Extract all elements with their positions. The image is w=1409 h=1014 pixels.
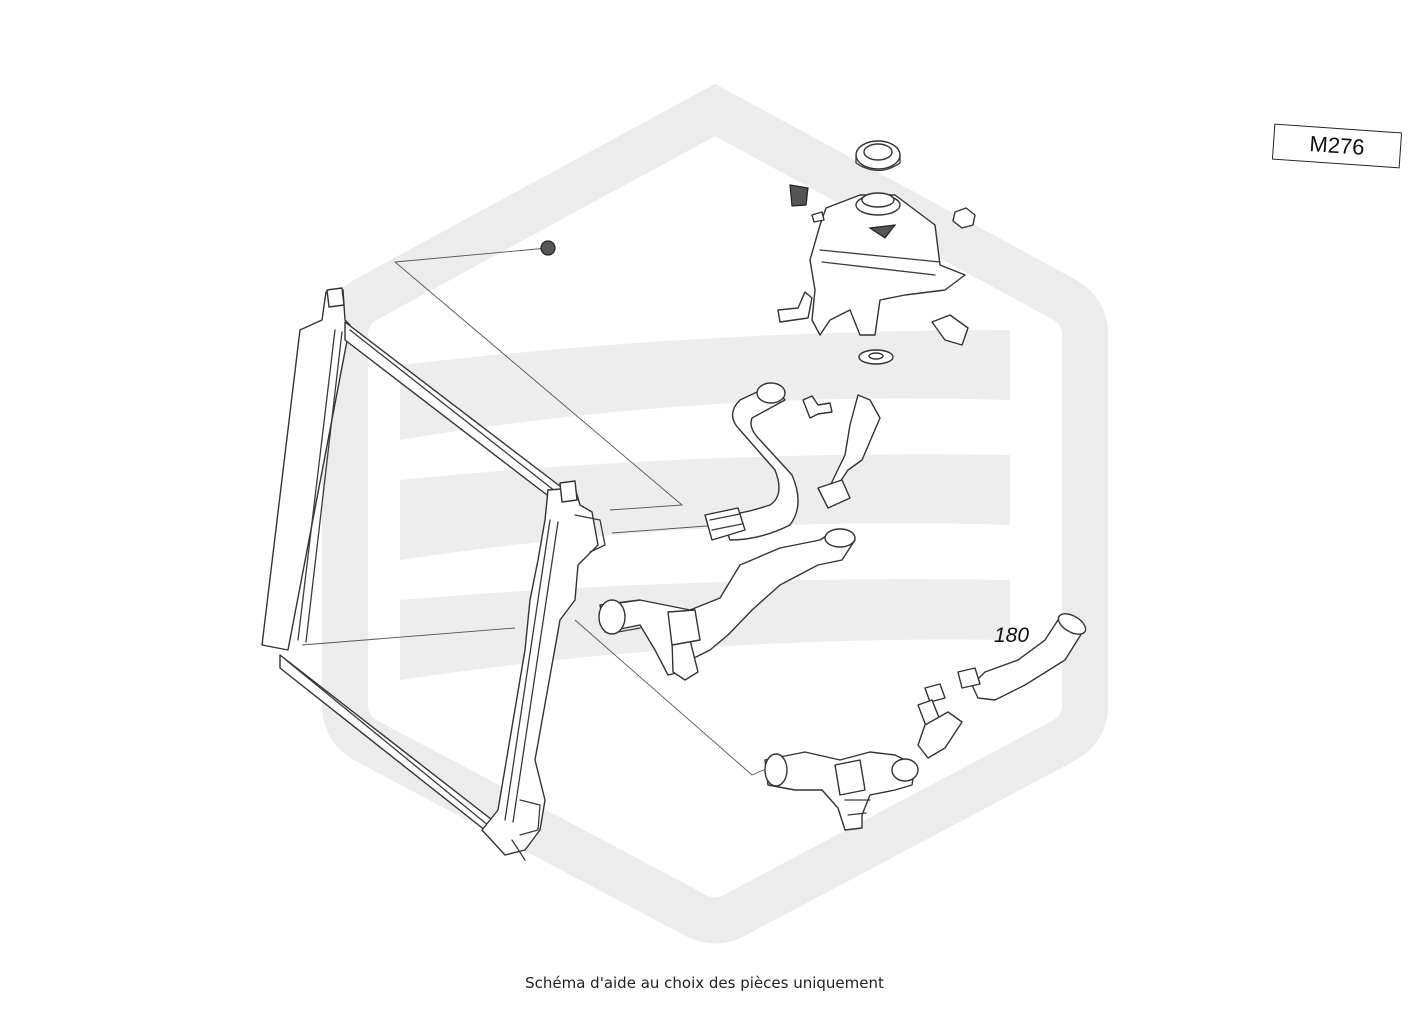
small-fasteners-part[interactable] (802, 207, 976, 419)
hose-bracket-part[interactable] (817, 394, 881, 509)
hose-fittings-part[interactable] (917, 683, 963, 759)
lower-coolant-hose-part[interactable] (764, 751, 919, 831)
upper-radiator-hose-part[interactable] (704, 382, 799, 541)
expansion-tank-cap-part[interactable] (855, 140, 901, 172)
radiator-part[interactable] (261, 287, 606, 861)
leader-lines (301, 247, 769, 776)
overflow-pipe-part[interactable] (540, 158, 809, 256)
expansion-tank-part[interactable] (777, 192, 966, 336)
hose-180-part[interactable] (957, 610, 1089, 701)
part-number-label[interactable]: 180 (994, 624, 1030, 647)
diagram-caption: Schéma d'aide au choix des pièces unique… (525, 974, 884, 992)
middle-coolant-hose-part[interactable] (598, 528, 856, 681)
